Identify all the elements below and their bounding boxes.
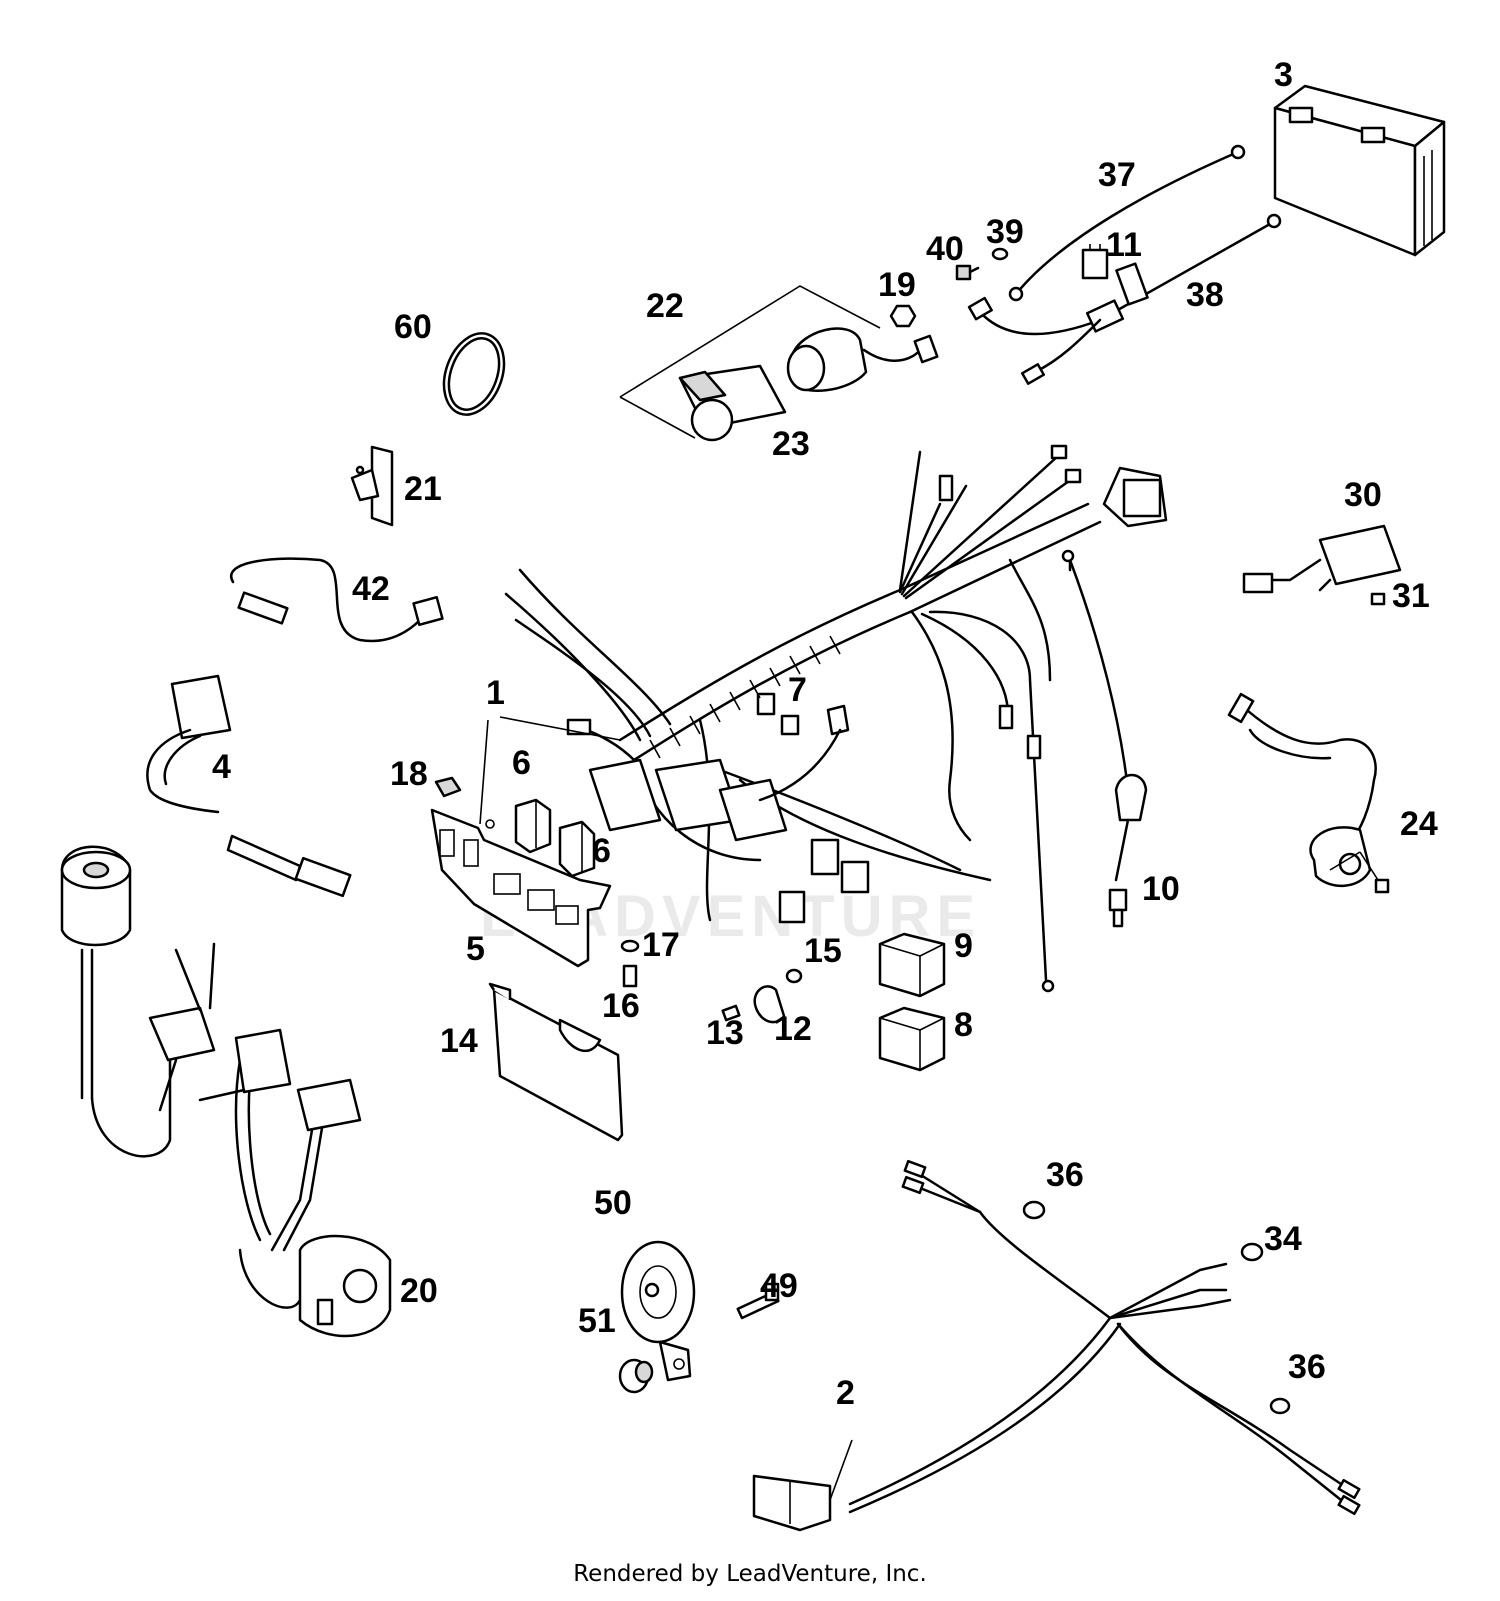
pickup-24	[1227, 692, 1390, 894]
callout-17: 17	[642, 926, 680, 964]
callout-60: 60	[394, 308, 432, 346]
main-wiring-harness	[504, 444, 1168, 993]
callout-22: 22	[646, 287, 684, 325]
callout-20: 20	[400, 1272, 438, 1310]
washer-17	[620, 939, 640, 953]
callout-37: 37	[1098, 156, 1136, 194]
callout-8: 8	[954, 1006, 973, 1044]
callout-38: 38	[1186, 276, 1224, 314]
washer-39	[991, 247, 1009, 261]
battery-cable-38	[967, 213, 1282, 385]
callout-2: 2	[836, 1374, 855, 1412]
switch-housing-4	[146, 674, 352, 898]
battery	[1273, 84, 1446, 257]
callout-5: 5	[466, 930, 485, 968]
callout-15: 15	[804, 932, 842, 970]
screw-40	[955, 264, 980, 281]
callout-7: 7	[788, 671, 807, 709]
sensor-10	[1108, 888, 1128, 928]
sensor-42	[229, 557, 444, 643]
callout-42: 42	[352, 570, 390, 608]
callout-24: 24	[1400, 805, 1438, 843]
callouts: 3 37 39 40 11 38 19 22 60 23 21 30 42 31…	[212, 56, 1438, 1412]
regulator-30	[1242, 524, 1402, 594]
callout-36a: 36	[1046, 1156, 1084, 1194]
callout-14: 14	[440, 1022, 478, 1060]
bolt-49	[736, 1282, 780, 1320]
clamp-60	[442, 332, 506, 416]
callout-12: 12	[774, 1010, 812, 1048]
callout-9: 9	[954, 927, 973, 965]
nut-15	[785, 968, 803, 984]
callout-11: 11	[1106, 226, 1142, 264]
grommet-36a	[1022, 1200, 1046, 1220]
callout-13: 13	[706, 1014, 744, 1052]
bracket-14	[488, 982, 624, 1142]
callout-36b: 36	[1288, 1348, 1326, 1386]
screw-31	[1370, 592, 1386, 606]
horn-50	[620, 1240, 696, 1382]
callout-6a: 6	[512, 744, 531, 782]
bushing-51	[618, 1358, 654, 1394]
battery-cable-37	[1008, 144, 1246, 302]
callout-10: 10	[1142, 870, 1180, 908]
connector-7a	[756, 692, 776, 716]
callout-30: 30	[1344, 476, 1382, 514]
screw-16	[622, 964, 638, 988]
handlebar-switch-20	[60, 845, 392, 1338]
callout-6b: 6	[592, 832, 611, 870]
callout-39: 39	[986, 213, 1024, 251]
screw-13	[721, 1004, 741, 1022]
relay-8	[878, 1006, 946, 1072]
callout-34: 34	[1264, 1220, 1302, 1258]
callout-49: 49	[760, 1267, 798, 1305]
clip-18	[434, 776, 462, 798]
grommet-36b	[1269, 1397, 1291, 1415]
clamp-12	[753, 985, 786, 1024]
connector-7b	[780, 714, 800, 736]
mounting-plate-5	[430, 808, 612, 968]
fuse	[1081, 244, 1109, 280]
switch-21	[350, 445, 394, 527]
leader-lines	[479, 716, 1379, 1501]
callout-40: 40	[926, 230, 964, 268]
callout-51: 51	[578, 1302, 616, 1340]
sub-harness-2	[752, 1159, 1361, 1532]
grommet-34	[1240, 1242, 1264, 1262]
relay-6b	[558, 820, 596, 878]
callout-19: 19	[878, 266, 916, 304]
callout-50: 50	[594, 1184, 632, 1222]
callout-1: 1	[486, 674, 505, 712]
relay-assembly	[619, 285, 939, 442]
callout-4: 4	[212, 748, 231, 786]
callout-3: 3	[1274, 56, 1293, 94]
callout-23: 23	[772, 425, 810, 463]
relay-6a	[514, 798, 552, 854]
callout-16: 16	[602, 987, 640, 1025]
nut-19	[889, 304, 917, 328]
callout-31: 31	[1392, 577, 1430, 615]
callout-18: 18	[390, 755, 428, 793]
relay-9	[878, 932, 946, 998]
callout-21: 21	[404, 470, 442, 508]
footer-credit: Rendered by LeadVenture, Inc.	[573, 1561, 927, 1587]
